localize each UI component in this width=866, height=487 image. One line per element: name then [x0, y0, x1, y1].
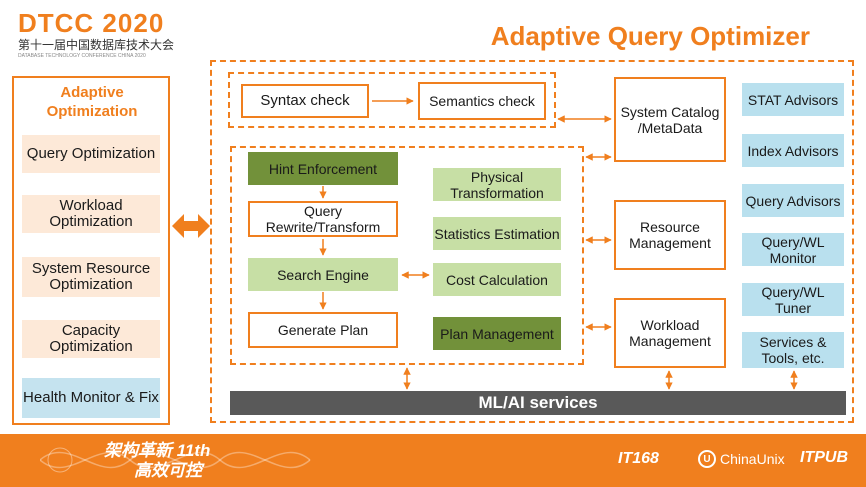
- logo-sub: 第十一届中国数据库技术大会: [18, 38, 175, 52]
- page-title: Adaptive Query Optimizer: [490, 21, 810, 51]
- query-wl-monitor-box: Query/WL Monitor: [742, 233, 844, 266]
- workload-management-box: Workload Management: [614, 298, 726, 368]
- system-resource-optimization-item: System Resource Optimization: [22, 257, 160, 297]
- dna-helix-icon: [40, 447, 311, 473]
- search-engine-box: Search Engine: [248, 258, 398, 291]
- workload-optimization-item: Workload Optimization: [22, 195, 160, 233]
- sponsor-it168-logo: IT168: [618, 450, 659, 467]
- plan-management-box: Plan Management: [433, 317, 561, 350]
- footer-bar: 架构革新 11th 高效可控 IT168 U ChinaUnix ITPUB: [0, 434, 866, 487]
- footer-slogan-line2: 高效可控: [134, 461, 202, 480]
- query-wl-tuner-box: Query/WL Tuner: [742, 283, 844, 316]
- index-advisors-box: Index Advisors: [742, 134, 844, 167]
- query-rewrite-box: Query Rewrite/Transform: [248, 201, 398, 237]
- logo-main: DTCC 2020: [18, 8, 165, 38]
- logo-tagline: DATABASE TECHNOLOGY CONFERENCE CHINA 202…: [18, 53, 146, 59]
- left-panel-title: Adaptive Optimization: [46, 84, 138, 120]
- ml-ai-services-bar: ML/AI services: [230, 391, 846, 415]
- dtcc-logo: DTCC 2020 第十一届中国数据库技术大会 DATABASE TECHNOL…: [18, 8, 178, 68]
- cost-calculation-box: Cost Calculation: [433, 263, 561, 296]
- statistics-estimation-box: Statistics Estimation: [433, 217, 561, 250]
- system-catalog-box: System Catalog /MetaData: [614, 77, 726, 162]
- left-panel: [12, 76, 170, 425]
- chinaunix-logo-icon: U: [698, 450, 716, 468]
- optimizer-core-group: [230, 146, 584, 365]
- sponsor-chinaunix-logo: ChinaUnix: [720, 451, 785, 467]
- sponsor-itpub-logo: ITPUB: [800, 449, 848, 466]
- syntax-check-box: Syntax check: [241, 84, 369, 118]
- optimizer-container: [210, 60, 854, 423]
- resource-management-box: Resource Management: [614, 200, 726, 270]
- footer-slogan-line1: 架构革新 11th: [104, 441, 211, 460]
- query-advisors-box: Query Advisors: [742, 184, 844, 217]
- capacity-optimization-item: Capacity Optimization: [22, 320, 160, 358]
- physical-transformation-box: Physical Transformation: [433, 168, 561, 201]
- parser-group: [228, 72, 556, 128]
- query-optimization-item: Query Optimization: [22, 135, 160, 173]
- hint-enforcement-box: Hint Enforcement: [248, 152, 398, 185]
- health-monitor-item: Health Monitor & Fix: [22, 378, 160, 418]
- services-tools-box: Services & Tools, etc.: [742, 332, 844, 368]
- double-arrow-icon: [172, 214, 210, 238]
- semantics-check-box: Semantics check: [418, 82, 546, 120]
- generate-plan-box: Generate Plan: [248, 312, 398, 348]
- stat-advisors-box: STAT Advisors: [742, 83, 844, 116]
